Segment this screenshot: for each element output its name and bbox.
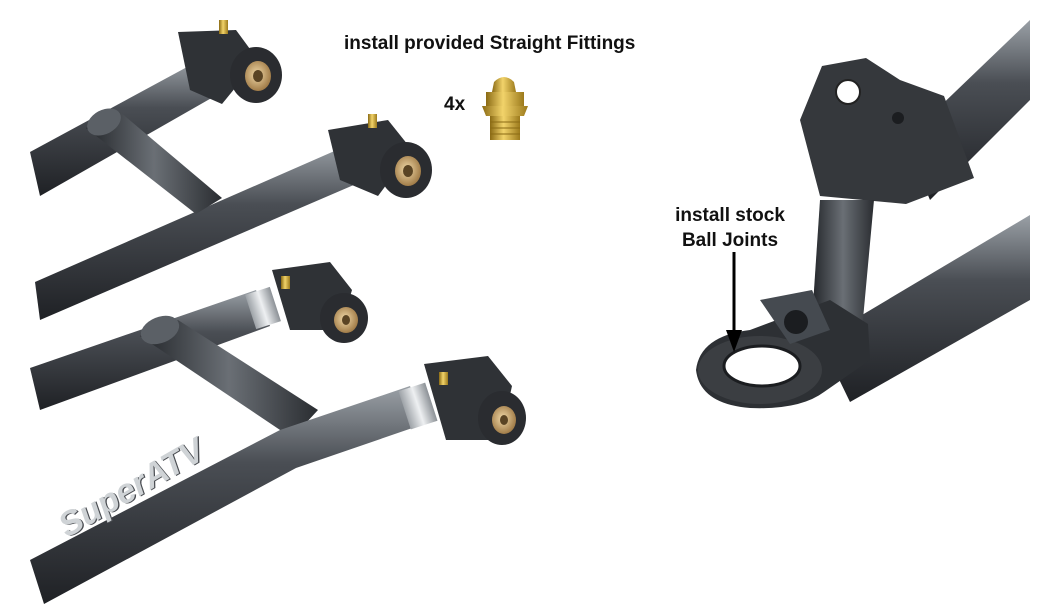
ball-joint-instruction: install stock Ball Joints: [664, 203, 796, 253]
upper-front-pivot: [328, 114, 432, 198]
lower-rear-pivot: [245, 262, 368, 343]
knuckle-assembly: [696, 20, 1030, 409]
grease-fitting-icon: [482, 77, 528, 140]
down-arrow-icon: [726, 252, 742, 352]
upper-rear-pivot: [178, 20, 282, 104]
lower-a-arm: [30, 262, 526, 604]
ball-joint-instruction-line1: install stock: [675, 205, 785, 226]
fittings-instruction: install provided Straight Fittings: [344, 33, 636, 54]
upper-a-arm: [30, 20, 432, 320]
fittings-quantity: 4x: [444, 94, 466, 115]
lower-front-pivot: [398, 356, 526, 445]
ball-joint-instruction-line2: Ball Joints: [681, 230, 779, 251]
